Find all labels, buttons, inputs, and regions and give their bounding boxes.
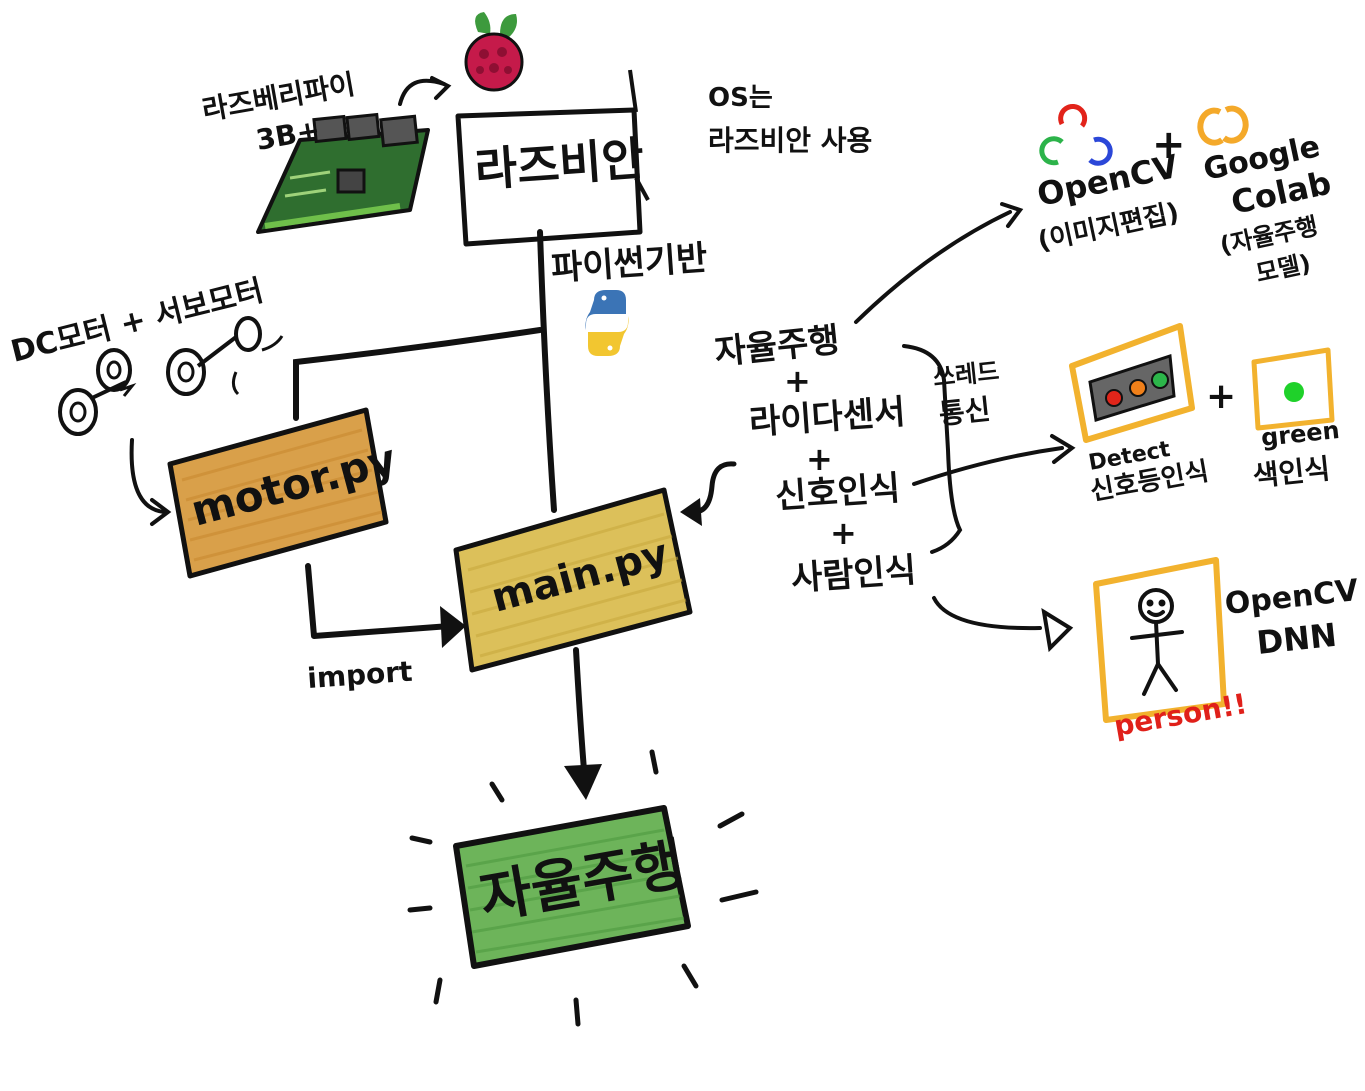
green-label-line2: 색인식	[1251, 452, 1331, 493]
motor-branch-line	[293, 327, 543, 421]
traffic-light-frame	[1069, 323, 1195, 443]
traffic-plus: +	[1206, 376, 1236, 417]
feature-plus-2: +	[806, 440, 833, 478]
motor-to-file-arrow	[129, 438, 166, 514]
result-glow-marks	[407, 749, 759, 1027]
feature-item-4: 사람인식	[790, 550, 918, 599]
raspberry-pi-board-icon	[256, 112, 430, 234]
import-arrow	[305, 563, 453, 639]
motor-py-box	[167, 407, 389, 579]
os-box	[455, 107, 643, 247]
colab-note-line2: 모델)	[1253, 249, 1313, 288]
stick-figure-icon	[1130, 588, 1184, 696]
main-py-box	[453, 487, 693, 673]
tools-plus: +	[1152, 122, 1186, 168]
person-frame	[1093, 557, 1227, 723]
green-light-frame	[1251, 347, 1335, 431]
import-label: import	[306, 655, 413, 695]
colab-logo-icon	[1197, 105, 1249, 146]
opencv-logo-icon	[1039, 104, 1113, 166]
to-opencv-arrow	[854, 210, 1012, 324]
raspberry-pi-logo-icon	[464, 12, 524, 92]
feature-item-3: 신호인식	[774, 468, 902, 517]
feature-item-1: 자율주행	[713, 320, 842, 373]
main-to-result-arrow	[573, 647, 587, 773]
result-box	[453, 805, 691, 969]
dc-motor-wheel-icon	[58, 348, 137, 436]
feature-plus-1: +	[784, 362, 811, 400]
thread-label-line1: 쓰레드	[932, 357, 1001, 392]
os-note-line2: 라즈비안 사용	[708, 124, 872, 157]
board-to-logo-arrow	[398, 78, 446, 106]
python-label: 파이썬기반	[550, 238, 709, 289]
python-logo-icon	[585, 290, 629, 356]
person-tool-line1: OpenCV	[1223, 573, 1361, 622]
os-box-label: 라즈비안	[473, 131, 646, 197]
motor-label: DC모터 + 서보모터	[7, 273, 266, 370]
trunk-line	[537, 229, 557, 513]
feature-item-2: 라이다센서	[748, 392, 907, 443]
thread-bracket	[902, 344, 963, 554]
to-person-arrow	[932, 596, 1042, 631]
thread-label-line2: 통신	[937, 393, 992, 431]
os-note-line1: OS는	[708, 83, 773, 113]
features-to-main-arrow	[691, 461, 737, 515]
feature-plus-3: +	[830, 514, 857, 552]
to-traffic-arrow	[912, 446, 1064, 486]
servo-motor-wheel-icon	[166, 316, 284, 396]
person-tool-line2: DNN	[1255, 616, 1339, 662]
